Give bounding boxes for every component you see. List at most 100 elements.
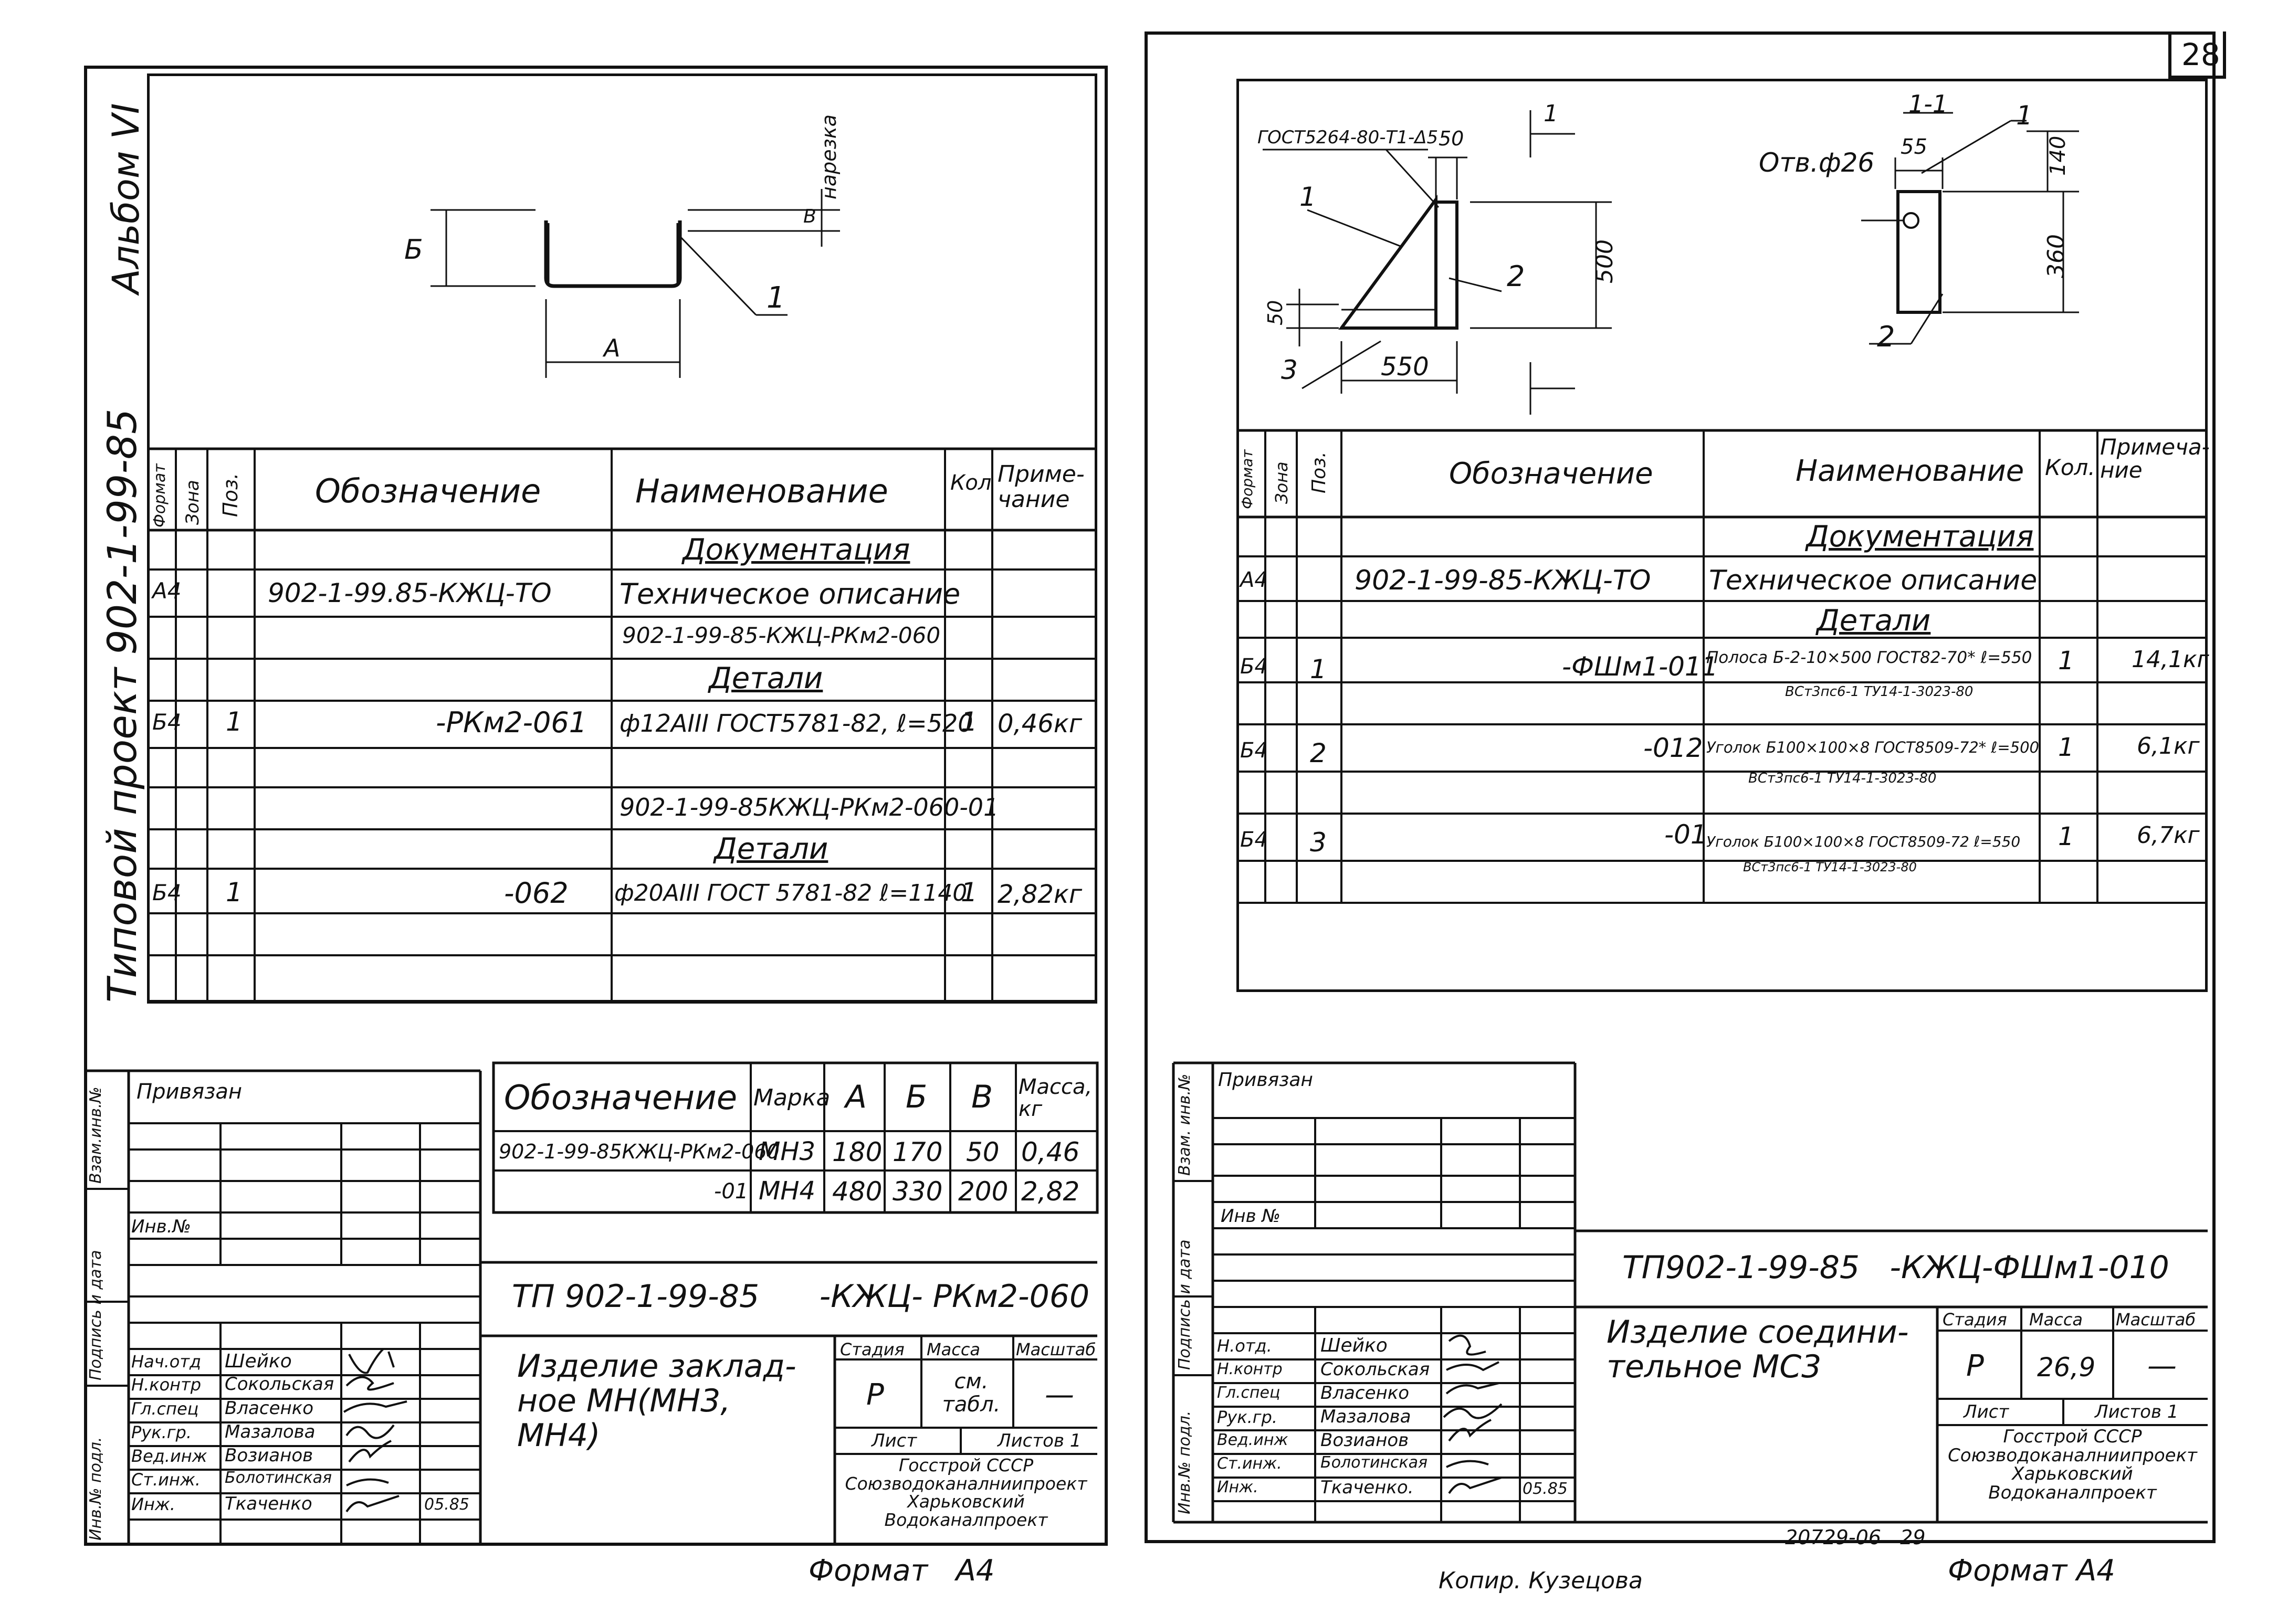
right-side-label-replace-inv: Взам. инв.№ bbox=[1176, 1073, 1194, 1176]
right-format: Формат А4 bbox=[1948, 1554, 2115, 1588]
left-row3-name: 902-1-99-85-КЖЦ-РКм2-060 bbox=[622, 623, 941, 648]
right-pos-1: 1 bbox=[1299, 182, 1316, 212]
dim-55: 55 bbox=[1901, 135, 1927, 159]
left-stage-header: Стадия bbox=[840, 1340, 905, 1359]
left-col-zone-header: Зона bbox=[182, 480, 203, 525]
left-name-4: Возианов bbox=[225, 1445, 313, 1466]
left-row9-qty: 1 bbox=[961, 877, 978, 908]
right-col-zone-header: Зона bbox=[1272, 461, 1292, 504]
left-name-1: Сокольская bbox=[225, 1374, 334, 1395]
variants-b-header: Б bbox=[906, 1079, 928, 1115]
left-inv-no: Инв.№ bbox=[131, 1216, 191, 1237]
left-role-0: Нач.отд bbox=[131, 1352, 202, 1372]
variant2-mass: 2,82 bbox=[1021, 1176, 1080, 1207]
right-inner-frame bbox=[1236, 79, 2208, 992]
variants-mass-header: Масса, кг bbox=[1019, 1075, 1093, 1121]
right-col-pos-header: Поз. bbox=[1308, 451, 1330, 493]
right-row5-name-material: ВСт3пс6-1 ТУ14-1-3023-80 bbox=[1748, 771, 1937, 786]
left-row2-designation: 902-1-99.85-КЖЦ-ТО bbox=[268, 578, 552, 608]
right-stage-header: Стадия bbox=[1943, 1310, 2007, 1330]
left-side-label-replace-inv: Взам.инв.№ bbox=[87, 1087, 105, 1184]
right-col-name-header: Наименование bbox=[1796, 454, 2024, 488]
left-row-details-2: Детали bbox=[714, 832, 828, 866]
right-pos-2: 2 bbox=[1507, 260, 1525, 293]
left-row5-designation: -РКм2-061 bbox=[436, 706, 587, 739]
left-sheets-count: Листов 1 bbox=[998, 1430, 1082, 1451]
right-row6-note: 6,7кг bbox=[2137, 822, 2200, 849]
right-row5-format: Б4 bbox=[1240, 739, 1268, 763]
right-organization: Госстрой СССР Союзводоканалниипроект Хар… bbox=[1948, 1426, 2197, 1504]
right-row2-designation: 902-1-99-85-КЖЦ-ТО bbox=[1355, 565, 1651, 596]
left-row-documentation: Документация bbox=[683, 533, 910, 567]
left-sheet bbox=[84, 66, 1108, 1546]
right-role-4: Вед.инж bbox=[1217, 1431, 1288, 1449]
variant2-designation: -01 bbox=[714, 1179, 749, 1204]
right-scale-header: Масштаб bbox=[2116, 1310, 2196, 1330]
right-col-designation-header: Обозначение bbox=[1449, 457, 1653, 491]
left-name-2: Власенко bbox=[225, 1398, 314, 1419]
right-row6-qty: 1 bbox=[2058, 822, 2074, 851]
left-organization: Госстрой СССР Союзводоканалниипроект Хар… bbox=[845, 1455, 1087, 1530]
left-row2-format: А4 bbox=[152, 578, 182, 604]
left-mass-value: см. табл. bbox=[942, 1369, 1001, 1417]
right-row4-name-material: ВСт3пс6-1 ТУ14-1-3023-80 bbox=[1785, 684, 1974, 700]
right-name-5: Болотинская bbox=[1320, 1453, 1428, 1472]
right-copy-credit: Копир. Кузецова bbox=[1439, 1567, 1643, 1594]
left-name-3: Мазалова bbox=[225, 1421, 316, 1442]
dim-50-top: 50 bbox=[1439, 127, 1464, 150]
right-row6-format: Б4 bbox=[1240, 828, 1268, 852]
right-sheet bbox=[1145, 31, 2216, 1543]
right-row5-designation: -012 bbox=[1643, 733, 1703, 763]
left-role-2: Гл.спец bbox=[131, 1399, 199, 1419]
left-row5-pos: 1 bbox=[226, 706, 243, 737]
left-scale-value: — bbox=[1045, 1378, 1074, 1412]
left-row9-note: 2,82кг bbox=[998, 880, 1083, 909]
right-name-6: Ткаченко. bbox=[1320, 1477, 1414, 1498]
left-col-designation-header: Обозначение bbox=[315, 472, 541, 510]
left-row5-note: 0,46кг bbox=[998, 709, 1083, 739]
right-role-6: Инж. bbox=[1217, 1478, 1258, 1496]
left-row9-format: Б4 bbox=[152, 880, 182, 905]
right-name-3: Мазалова bbox=[1320, 1406, 1411, 1427]
left-drawing-code: ТП 902-1-99-85 -КЖЦ- РКм2-060 bbox=[512, 1278, 1090, 1315]
left-row9-designation: -062 bbox=[504, 877, 569, 910]
right-role-5: Ст.инж. bbox=[1217, 1454, 1282, 1473]
variant2-a: 480 bbox=[832, 1176, 883, 1207]
right-name-1: Сокольская bbox=[1320, 1359, 1430, 1380]
right-sheets-count: Листов 1 bbox=[2095, 1401, 2179, 1422]
right-privyazan: Привязан bbox=[1218, 1069, 1313, 1091]
left-role-3: Рук.гр. bbox=[131, 1422, 192, 1442]
right-row4-designation: -ФШм1-011 bbox=[1562, 651, 1718, 682]
dim-v-label: В bbox=[803, 206, 816, 227]
right-row6-designation: -01 bbox=[1664, 819, 1707, 850]
right-row4-note: 14,1кг bbox=[2132, 646, 2209, 673]
dim-550: 550 bbox=[1381, 352, 1429, 382]
album-label: Альбом VI bbox=[104, 103, 148, 294]
left-row7-name: 902-1-99-85КЖЦ-РКм2-060-01 bbox=[620, 793, 999, 821]
page-number: 28 bbox=[2181, 37, 2220, 72]
left-role-6: Инж. bbox=[131, 1494, 175, 1514]
variant1-a: 180 bbox=[832, 1137, 883, 1167]
left-item-title: Изделие заклад-ное МН(МН3, МН4) bbox=[517, 1348, 796, 1454]
right-bottom-code: 20729-06 29 bbox=[1785, 1526, 1926, 1549]
variant2-mark: МН4 bbox=[759, 1176, 816, 1206]
right-row4-pos: 1 bbox=[1310, 654, 1327, 684]
variants-designation-header: Обозначение bbox=[504, 1079, 738, 1117]
right-col-qty-header: Кол. bbox=[2045, 455, 2095, 480]
right-row4-qty: 1 bbox=[2058, 646, 2074, 676]
left-role-5: Ст.инж. bbox=[131, 1470, 201, 1490]
right-name-4: Возианов bbox=[1320, 1430, 1409, 1451]
right-date: 05.85 bbox=[1523, 1480, 1568, 1498]
right-side-label-sign-date: Подпись и дата bbox=[1176, 1239, 1194, 1370]
left-col-name-header: Наименование bbox=[635, 472, 888, 510]
variants-v-header: В bbox=[971, 1079, 993, 1115]
dim-b-label: Б bbox=[404, 234, 423, 266]
left-row5-name: ф12АIII ГОСТ5781-82, ℓ=520 bbox=[620, 709, 973, 737]
variant1-designation: 902-1-99-85КЖЦ-РКм2-060 bbox=[499, 1140, 780, 1163]
left-sheet-label: Лист bbox=[872, 1430, 917, 1451]
left-side-label-inv-orig: Инв.№ подл. bbox=[87, 1437, 105, 1541]
right-row5-note: 6,1кг bbox=[2137, 733, 2200, 760]
cut-label: нарезка bbox=[817, 114, 841, 199]
left-stage-value: Р bbox=[866, 1378, 884, 1412]
right-col-note-header: Примеча-ние bbox=[2100, 434, 2210, 483]
